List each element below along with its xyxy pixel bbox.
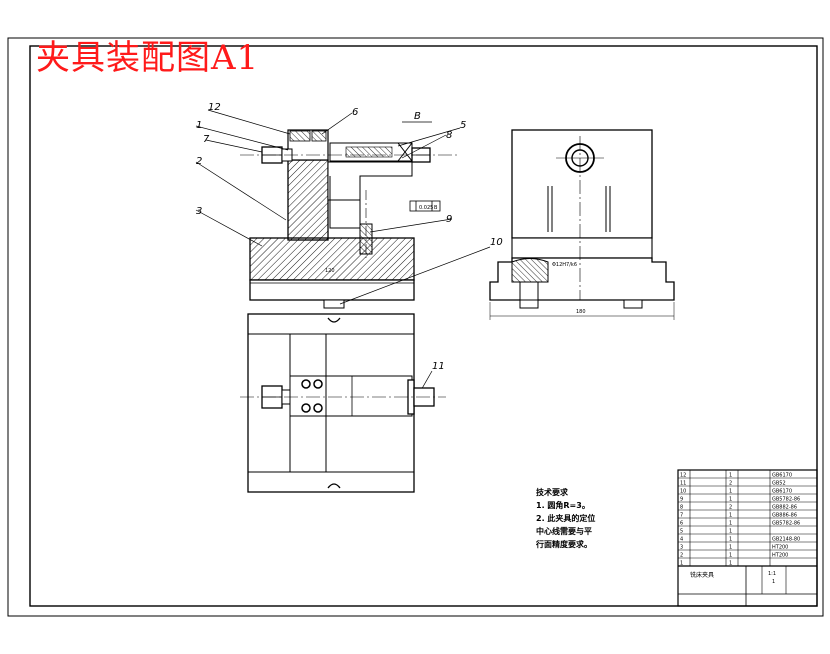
bom-cell: 11 bbox=[680, 481, 686, 487]
bom-cell: 10 bbox=[680, 489, 686, 495]
bom-cell: HT200 bbox=[772, 545, 788, 551]
bom-cell: GB6170 bbox=[772, 473, 792, 479]
bom-cell: 1 bbox=[729, 561, 732, 567]
notes-line-1: 1. 圆角R=3。 bbox=[536, 501, 590, 510]
notes-line-2: 2. 此夹具的定位 bbox=[536, 514, 596, 523]
section-label: B bbox=[414, 111, 421, 122]
balloon-leaders bbox=[195, 109, 491, 393]
scale-value: 1:1 bbox=[768, 571, 776, 577]
bom-cell: GB6170 bbox=[772, 489, 792, 495]
balloon-12: 9 bbox=[446, 214, 452, 225]
bom-cell: 5 bbox=[680, 529, 683, 535]
inner-frame bbox=[29, 45, 818, 607]
balloon-8: 10 bbox=[490, 237, 503, 248]
bom-cell: GB886-86 bbox=[772, 513, 797, 519]
notes-line-4: 行面精度要求。 bbox=[536, 540, 592, 549]
bom-cell: 1 bbox=[680, 561, 683, 567]
bom-cell: 1 bbox=[729, 553, 732, 559]
balloon-3: 3 bbox=[196, 206, 202, 217]
front-view: 0.025 B B 120 bbox=[240, 111, 460, 309]
bom-cell: HT200 bbox=[772, 553, 788, 559]
bom-cell: GB5782-86 bbox=[772, 521, 800, 527]
tolerance-value: 0.025 bbox=[419, 205, 433, 211]
technical-notes: 技术要求 1. 圆角R=3。 2. 此夹具的定位 中心线需要与平 行面精度要求。 bbox=[536, 486, 595, 551]
bom-cell: 1 bbox=[729, 473, 732, 479]
bom-cell: 3 bbox=[680, 545, 683, 551]
bom-cell: 4 bbox=[680, 537, 683, 543]
balloon-5: 5 bbox=[460, 120, 466, 131]
balloon-9: 11 bbox=[432, 361, 445, 372]
bom-cell: 9 bbox=[680, 497, 683, 503]
bom-cell: 1 bbox=[729, 521, 732, 527]
bom-cell: 1 bbox=[729, 497, 732, 503]
bom-cell: GB52 bbox=[772, 481, 786, 487]
side-view: 180 Φ12H7/k6 bbox=[489, 129, 675, 320]
balloon-1: 1 bbox=[196, 120, 202, 131]
bom-cell: 1 bbox=[729, 489, 732, 495]
notes-heading: 技术要求 bbox=[536, 488, 568, 497]
bom-cell: GB2148-80 bbox=[772, 537, 800, 543]
dimension-left-width: 120 bbox=[325, 268, 335, 274]
bom-cell: 12 bbox=[680, 473, 686, 479]
bom-cell: 1 bbox=[729, 537, 732, 543]
top-view bbox=[240, 313, 446, 493]
bom-cell: 1 bbox=[729, 545, 732, 551]
balloon-7: 12 bbox=[208, 102, 221, 113]
bom-cell: GB5782-86 bbox=[772, 497, 800, 503]
count-value: 1 bbox=[772, 579, 775, 585]
bom-cell: 6 bbox=[680, 521, 683, 527]
bom-cell: 8 bbox=[680, 505, 683, 511]
bom-cell: 1 bbox=[729, 513, 732, 519]
bom-cell: GB882-86 bbox=[772, 505, 797, 511]
outer-frame bbox=[7, 37, 824, 617]
fit-note: Φ12H7/k6 bbox=[552, 262, 577, 268]
bom-cell: 2 bbox=[729, 481, 732, 487]
bom-cell: 1 bbox=[729, 529, 732, 535]
balloon-6: 6 bbox=[352, 107, 358, 118]
balloon-11: 8 bbox=[446, 130, 452, 141]
balloon-10: 7 bbox=[203, 134, 210, 145]
drawing-name: 铣床夹具 bbox=[690, 571, 714, 579]
balloon-2: 2 bbox=[196, 156, 202, 167]
bom-cell: 2 bbox=[680, 553, 683, 559]
notes-line-3: 中心线需要与平 bbox=[536, 527, 592, 536]
bom-cell: 7 bbox=[680, 513, 683, 519]
drawing-title: 夹具装配图A1 bbox=[36, 38, 260, 78]
bom-cell: 2 bbox=[729, 505, 732, 511]
dimension-right-width: 180 bbox=[576, 309, 586, 315]
tolerance-datum: B bbox=[434, 205, 438, 211]
